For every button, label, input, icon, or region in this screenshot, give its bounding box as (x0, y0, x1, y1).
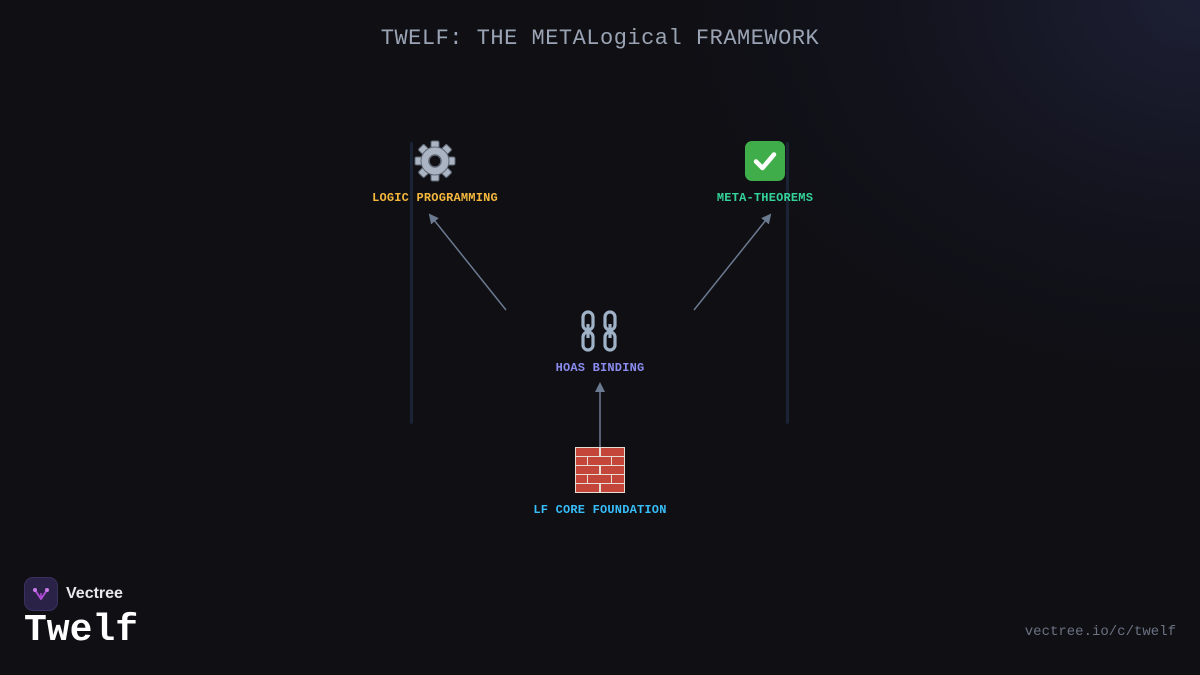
node-logic-programming: LOGIC PROGRAMMING (325, 140, 545, 205)
diagram-title: TWELF: THE METALogical FRAMEWORK (380, 26, 820, 51)
source-url[interactable]: vectree.io/c/twelf (1024, 624, 1176, 640)
node-meta-theorems: META-THEOREMS (655, 140, 875, 205)
edge-hoas-to-meta (693, 213, 772, 311)
node-label: LOGIC PROGRAMMING (372, 191, 498, 205)
right-guide-rail (786, 142, 789, 424)
gear-icon (414, 140, 456, 182)
page-title: Twelf (24, 609, 139, 652)
node-label: HOAS BINDING (555, 361, 645, 375)
node-label: META-THEOREMS (716, 191, 814, 205)
left-guide-rail (410, 142, 413, 424)
chain-link-icon (579, 310, 621, 352)
vectree-logo-icon (24, 577, 58, 611)
node-hoas-binding: HOAS BINDING (490, 310, 710, 375)
brand: Vectree (24, 577, 123, 611)
brick-wall-icon (575, 447, 625, 493)
node-label: LF CORE FOUNDATION (533, 503, 667, 517)
edge-hoas-to-logic (428, 213, 507, 311)
brand-name: Vectree (66, 585, 123, 602)
check-mark-icon (745, 141, 785, 181)
node-lf-core-foundation: LF CORE FOUNDATION (490, 447, 710, 517)
